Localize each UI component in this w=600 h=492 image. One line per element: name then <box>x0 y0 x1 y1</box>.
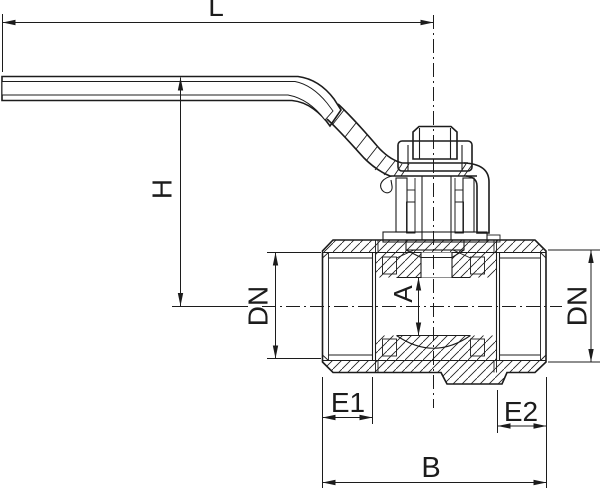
handle-lever <box>1 75 477 194</box>
dimension-DN-right: DN <box>548 249 600 363</box>
dimension-label-H: H <box>147 179 178 199</box>
handle-stop-tab <box>463 162 490 234</box>
stem-packing <box>406 201 416 234</box>
dimension-label-DN-right: DN <box>562 286 593 326</box>
stem-packing <box>454 201 464 234</box>
dimension-E1: E1 <box>322 377 373 488</box>
dimension-label-B: B <box>421 452 440 484</box>
handle-grip <box>1 75 342 128</box>
stem-assembly <box>382 176 501 259</box>
dimension-label-A: A <box>388 285 418 303</box>
centerlines <box>262 15 562 408</box>
dimension-B: B <box>322 452 547 486</box>
lever-hook <box>380 175 393 194</box>
port-threads <box>322 252 547 361</box>
seat-seals <box>382 256 485 357</box>
dimension-L: L <box>2 0 434 72</box>
gland-nut <box>397 140 473 172</box>
dimension-label-L: L <box>208 0 224 22</box>
dimension-label-E2: E2 <box>504 396 538 427</box>
dimension-label-E1: E1 <box>331 387 365 418</box>
valve-body <box>321 239 547 385</box>
dimension-DN-left: DN <box>243 252 321 359</box>
dimension-H: H <box>147 77 248 307</box>
dimension-E2: E2 <box>497 377 547 488</box>
lever-hatch-ticks <box>332 109 473 177</box>
stem-nut <box>412 125 458 160</box>
